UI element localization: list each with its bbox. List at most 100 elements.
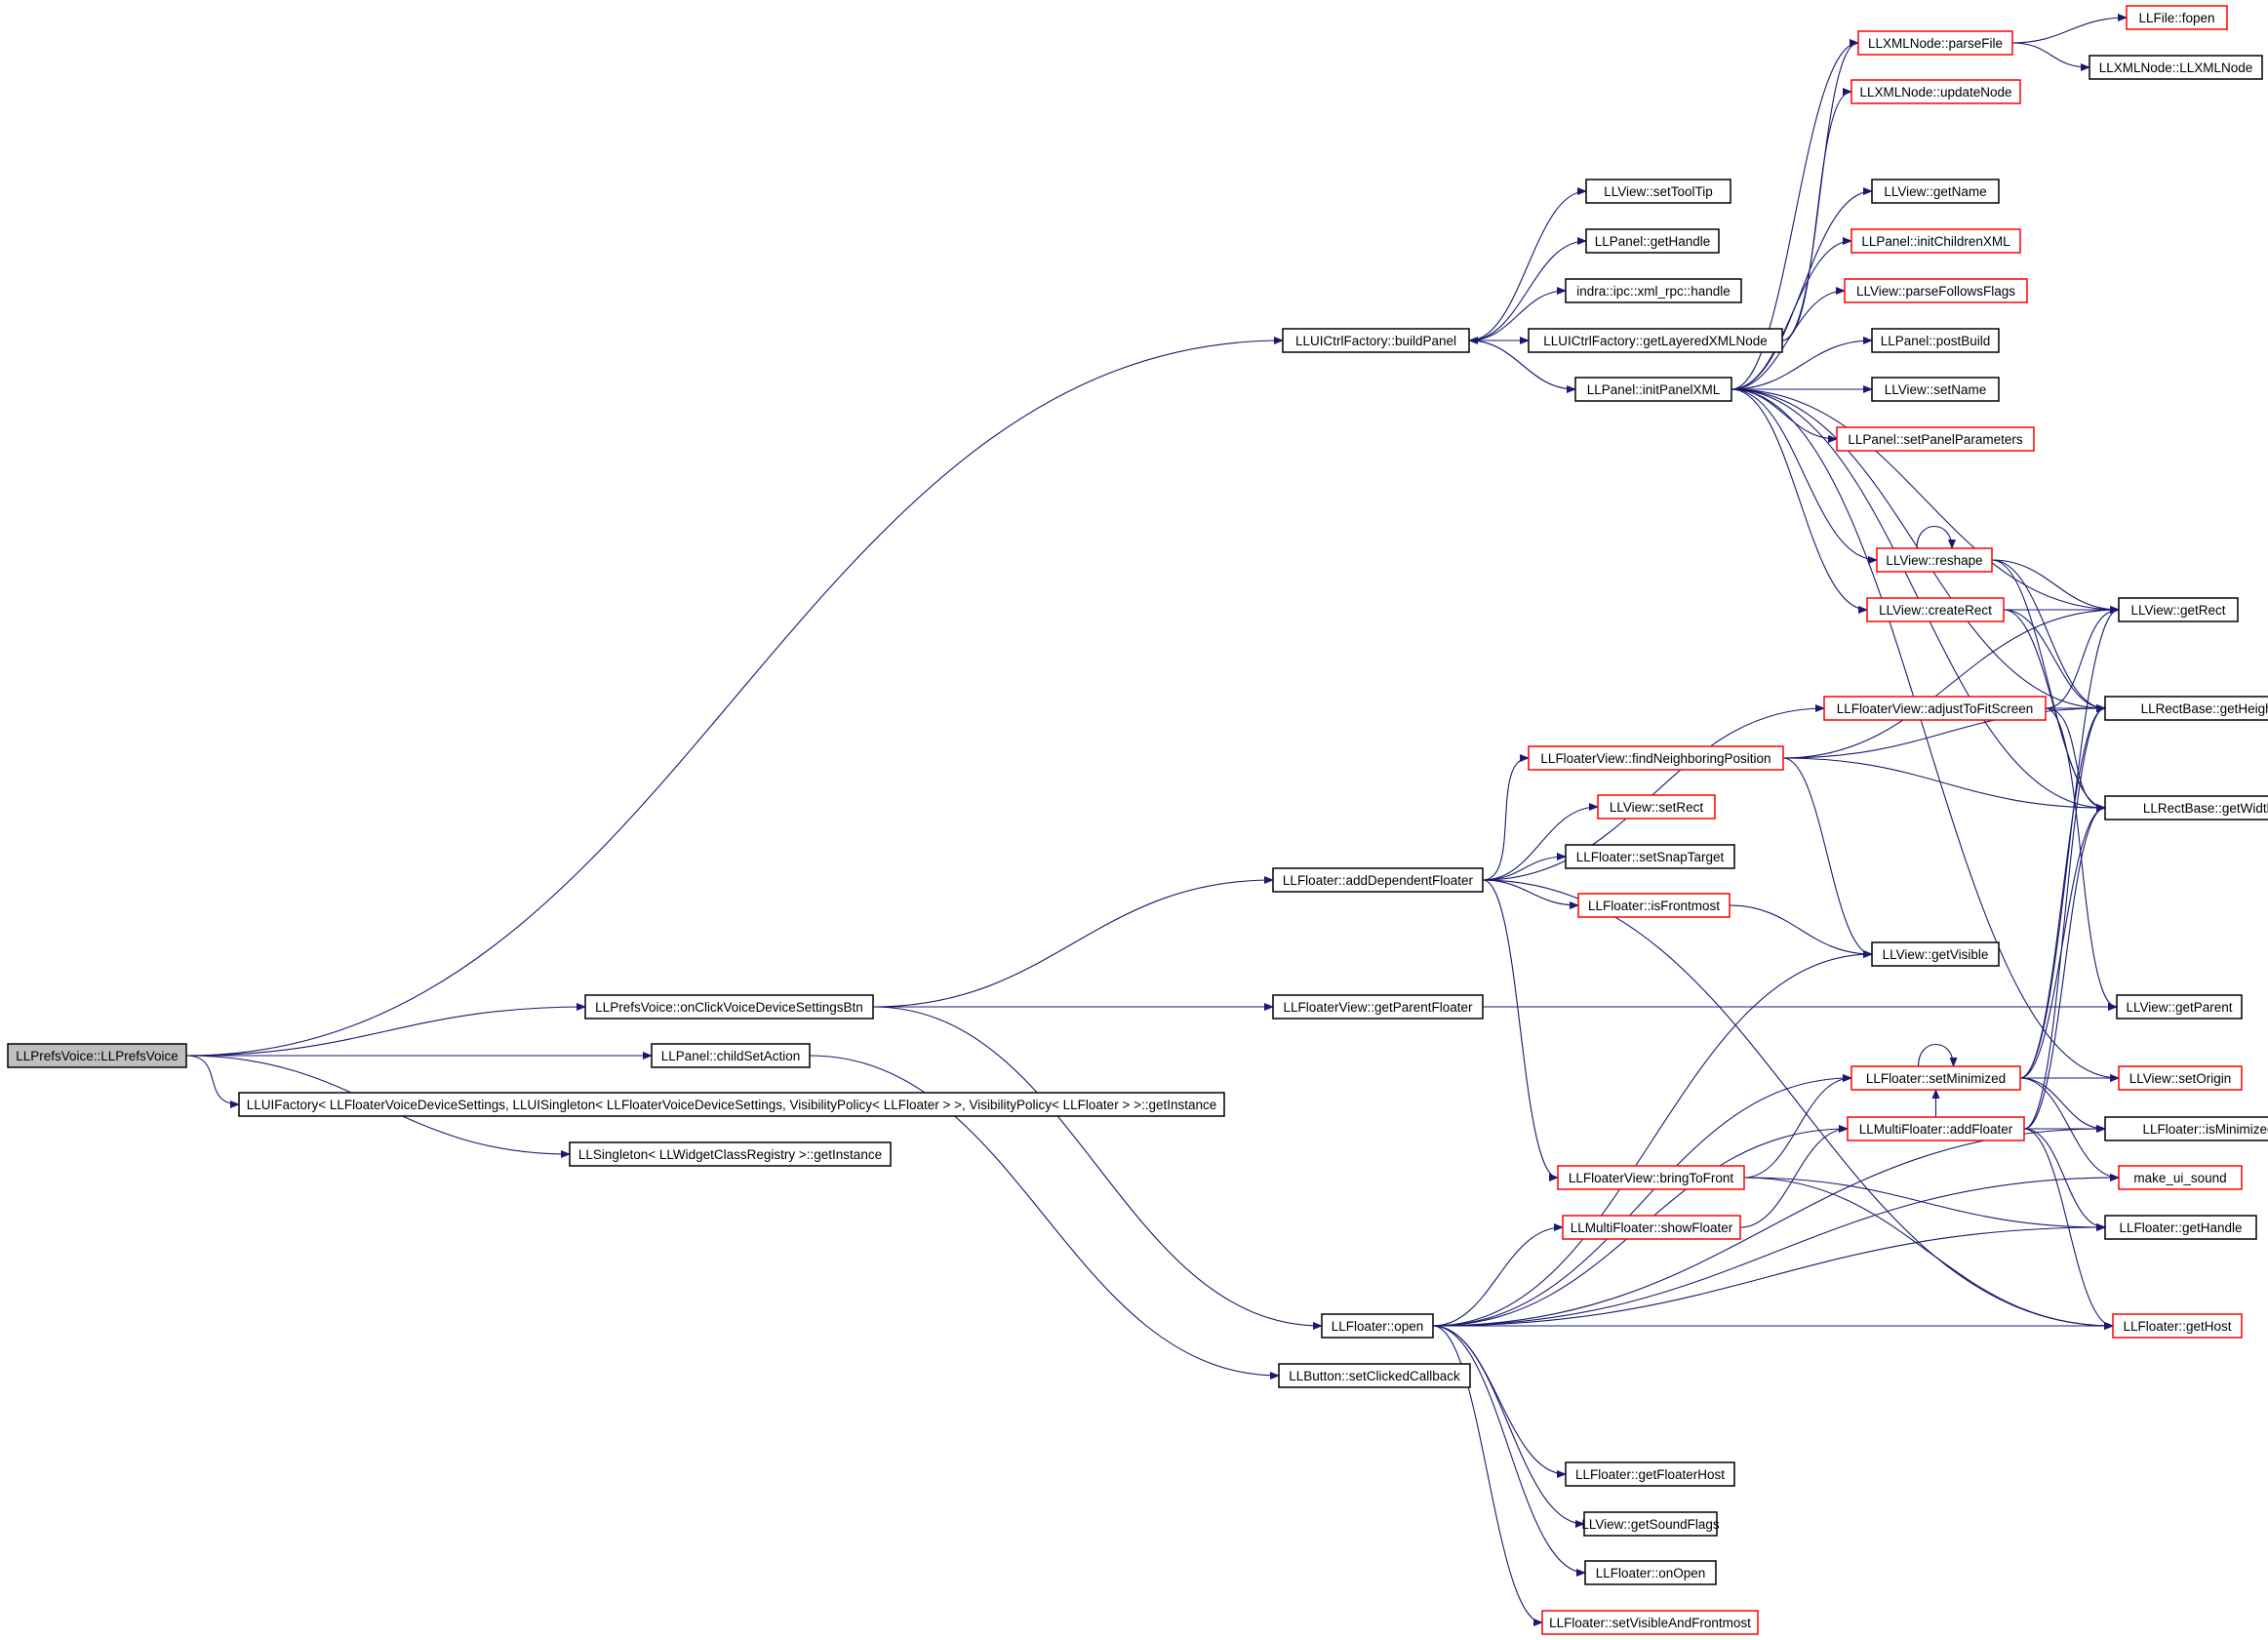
node-parsefile-label: LLXMLNode::parseFile	[1868, 36, 2003, 51]
node-buildpanel[interactable]: LLUICtrlFactory::buildPanel	[1282, 328, 1470, 353]
edge-findneighbor-to-getheight	[1782, 704, 2106, 759]
edge-adddependent-to-isfrontmost	[1482, 879, 1579, 909]
node-onopen[interactable]: LLFloater::onOpen	[1584, 1560, 1717, 1585]
node-getname-label: LLView::getName	[1884, 184, 1986, 199]
node-setminimized[interactable]: LLFloater::setMinimized	[1850, 1065, 2021, 1091]
node-setvisiblefront[interactable]: LLFloater::setVisibleAndFrontmost	[1541, 1610, 1759, 1635]
node-createrect-box	[1866, 597, 2005, 622]
edge-initpanel-to-parsefile	[1731, 39, 1859, 390]
edge-parsefile-to-fopen	[2011, 14, 2128, 44]
node-getparentfloater-label: LLFloaterView::getParentFloater	[1283, 1000, 1473, 1015]
node-getparent-label: LLView::getParent	[2126, 1000, 2232, 1015]
node-adddependent-box	[1272, 867, 1484, 893]
node-xmlrpc-label: indra::ipc::xml_rpc::handle	[1576, 284, 1731, 299]
node-setclicked-box	[1278, 1363, 1471, 1388]
node-isminimized[interactable]: LLFloater::isMinimized	[2104, 1116, 2268, 1141]
node-getrect[interactable]: LLView::getRect	[2118, 597, 2239, 622]
edge-initpanel-to-reshape	[1731, 388, 1878, 564]
node-setorigin[interactable]: LLView::setOrigin	[2118, 1065, 2243, 1091]
node-setclicked[interactable]: LLButton::setClickedCallback	[1278, 1363, 1471, 1388]
node-adjustfit[interactable]: LLFloaterView::adjustToFitScreen	[1823, 696, 2047, 721]
node-updatenode-box	[1850, 79, 2021, 104]
node-llxmlnode[interactable]: LLXMLNode::LLXMLNode	[2089, 55, 2263, 80]
node-root[interactable]: LLPrefsVoice::LLPrefsVoice	[7, 1043, 187, 1068]
edge-setminimized-to-isminimized	[2019, 1077, 2106, 1133]
node-reshape[interactable]: LLView::reshape	[1876, 547, 1993, 573]
node-setrect-box	[1597, 794, 1716, 820]
node-llxmlnode-box	[2089, 55, 2263, 80]
node-setpanelparams[interactable]: LLPanel::setPanelParameters	[1836, 426, 2035, 452]
node-setname[interactable]: LLView::setName	[1871, 377, 2000, 402]
node-getparent-box	[2116, 994, 2243, 1020]
node-setsnap[interactable]: LLFloater::setSnapTarget	[1565, 844, 1735, 869]
node-gethost[interactable]: LLFloater::getHost	[2112, 1313, 2243, 1339]
node-findneighbor-label: LLFloaterView::findNeighboringPosition	[1540, 751, 1771, 766]
node-updatenode[interactable]: LLXMLNode::updateNode	[1850, 79, 2021, 104]
node-adddependent[interactable]: LLFloater::addDependentFloater	[1272, 867, 1484, 893]
node-setpanelparams-box	[1836, 426, 2035, 452]
node-getparent[interactable]: LLView::getParent	[2116, 994, 2243, 1020]
node-uifactory-box	[238, 1092, 1225, 1117]
node-floatergethandle[interactable]: LLFloater::getHandle	[2104, 1215, 2257, 1240]
edge-addfloater-to-getwidth	[2023, 804, 2106, 1130]
edge-reshape-to-reshape	[1916, 525, 1956, 549]
node-getvisible-label: LLView::getVisible	[1883, 947, 1989, 962]
node-childset[interactable]: LLPanel::childSetAction	[651, 1043, 811, 1068]
node-setrect-label: LLView::setRect	[1610, 800, 1704, 815]
node-findneighbor[interactable]: LLFloaterView::findNeighboringPosition	[1528, 745, 1784, 771]
node-gethost-label: LLFloater::getHost	[2123, 1319, 2231, 1334]
edge-initpanel-to-postbuild	[1731, 337, 1873, 390]
node-postbuild[interactable]: LLPanel::postBuild	[1871, 328, 2000, 353]
node-getlayered-box	[1528, 328, 1783, 353]
node-isfrontmost[interactable]: LLFloater::isFrontmost	[1577, 893, 1731, 918]
node-setorigin-box	[2118, 1065, 2243, 1091]
edge-bringtofront-to-floatergethandle	[1743, 1177, 2106, 1231]
node-root-box	[7, 1043, 187, 1068]
node-findneighbor-box	[1528, 745, 1784, 771]
node-xmlrpc[interactable]: indra::ipc::xml_rpc::handle	[1565, 278, 1742, 303]
node-fopen[interactable]: LLFile::fopen	[2126, 5, 2228, 30]
node-fopen-label: LLFile::fopen	[2138, 11, 2214, 25]
node-parsefile[interactable]: LLXMLNode::parseFile	[1857, 30, 2013, 56]
node-parsefollows[interactable]: LLView::parseFollowsFlags	[1844, 278, 2028, 303]
node-getfloaterhost[interactable]: LLFloater::getFloaterHost	[1565, 1461, 1735, 1487]
node-setminimized-label: LLFloater::setMinimized	[1866, 1071, 2006, 1086]
node-settooltip[interactable]: LLView::setToolTip	[1585, 179, 1731, 204]
node-getname[interactable]: LLView::getName	[1871, 179, 2000, 204]
node-getfloaterhost-box	[1565, 1461, 1735, 1487]
node-getname-box	[1871, 179, 2000, 204]
node-makeuisound[interactable]: make_ui_sound	[2118, 1165, 2243, 1190]
node-addfloater[interactable]: LLMultiFloater::addFloater	[1847, 1116, 2025, 1141]
node-getlayered[interactable]: LLUICtrlFactory::getLayeredXMLNode	[1528, 328, 1783, 353]
edge-adjustfit-to-getwidth	[2045, 707, 2106, 812]
edge-initpanel-to-buildpanel	[1468, 337, 1576, 390]
node-bringtofront[interactable]: LLFloaterView::bringToFront	[1557, 1165, 1745, 1190]
node-initchildren[interactable]: LLPanel::initChildrenXML	[1850, 228, 2021, 254]
node-getwidth[interactable]: LLRectBase::getWidth	[2104, 795, 2268, 820]
node-singleton[interactable]: LLSingleton< LLWidgetClassRegistry >::ge…	[569, 1141, 892, 1167]
edge-adddependent-to-bringtofront	[1482, 879, 1559, 1181]
node-getparentfloater-box	[1272, 994, 1484, 1020]
node-setname-box	[1871, 377, 2000, 402]
edge-adjustfit-to-getrect	[2045, 606, 2120, 709]
node-isfrontmost-label: LLFloater::isFrontmost	[1588, 899, 1720, 913]
node-showfloater[interactable]: LLMultiFloater::showFloater	[1562, 1215, 1741, 1240]
node-onopen-box	[1584, 1560, 1717, 1585]
node-open[interactable]: LLFloater::open	[1321, 1313, 1434, 1339]
node-postbuild-label: LLPanel::postBuild	[1881, 334, 1991, 348]
node-childset-label: LLPanel::childSetAction	[661, 1049, 801, 1063]
node-initpanel[interactable]: LLPanel::initPanelXML	[1574, 377, 1732, 402]
node-getheight[interactable]: LLRectBase::getHeight	[2104, 696, 2268, 721]
node-uifactory[interactable]: LLUIFactory< LLFloaterVoiceDeviceSetting…	[238, 1092, 1225, 1117]
node-getvisible[interactable]: LLView::getVisible	[1871, 941, 2000, 967]
node-getsoundflags[interactable]: LLView::getSoundFlags	[1581, 1511, 1720, 1537]
node-setrect[interactable]: LLView::setRect	[1597, 794, 1716, 820]
node-onclick[interactable]: LLPrefsVoice::onClickVoiceDeviceSettings…	[584, 994, 874, 1020]
node-setsnap-box	[1565, 844, 1735, 869]
node-getparentfloater[interactable]: LLFloaterView::getParentFloater	[1272, 994, 1484, 1020]
node-setclicked-label: LLButton::setClickedCallback	[1289, 1369, 1460, 1383]
node-createrect[interactable]: LLView::createRect	[1866, 597, 2005, 622]
node-settooltip-label: LLView::setToolTip	[1604, 184, 1713, 199]
node-setpanelparams-label: LLPanel::setPanelParameters	[1848, 432, 2023, 447]
node-panelgethandle[interactable]: LLPanel::getHandle	[1585, 228, 1720, 254]
